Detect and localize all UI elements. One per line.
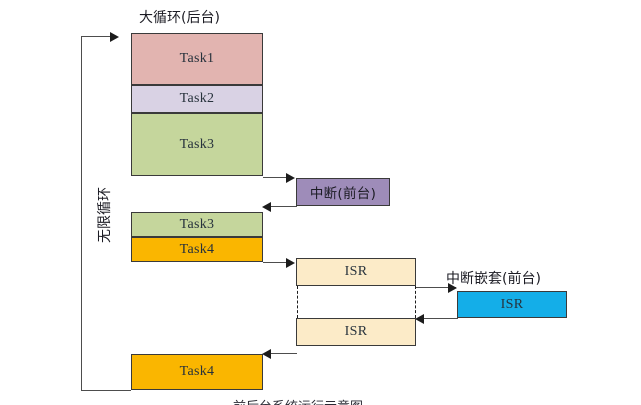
interrupt-enter-arrow-icon <box>286 172 295 183</box>
dashed-guide-isr-left <box>297 286 298 318</box>
isr-block-upper[interactable]: ISR <box>296 258 416 286</box>
isr-block-label: ISR <box>344 324 368 339</box>
nested-interrupt-label: 中断嵌套(前台) <box>446 271 541 287</box>
task-block-task2[interactable]: Task2 <box>131 85 263 113</box>
loop-arrow-head-icon <box>110 31 119 42</box>
isr-enter-line <box>263 262 293 263</box>
nested-enter-line <box>416 287 456 288</box>
task-block-label: Task2 <box>179 91 215 106</box>
task-block-task3-second[interactable]: Task3 <box>131 212 263 237</box>
nested-return-arrow-icon <box>415 313 424 324</box>
isr-enter-arrow-icon <box>286 257 295 268</box>
isr-block-lower[interactable]: ISR <box>296 318 416 346</box>
task-block-label: Task3 <box>179 136 215 152</box>
task-block-task1[interactable]: Task1 <box>131 33 263 85</box>
bottom-caption: 前后台系统运行示意图 <box>233 396 433 405</box>
interrupt-block[interactable]: 中断(前台) <box>296 178 390 206</box>
interrupt-enter-line <box>263 177 293 178</box>
task-block-label: Task1 <box>179 51 215 66</box>
loop-bracket-bottom <box>81 390 131 391</box>
preempted-gap-upper <box>131 176 263 212</box>
interrupt-return-arrow-icon <box>262 201 271 212</box>
task-block-label: Task3 <box>179 216 215 232</box>
isr-block-label: ISR <box>344 264 368 279</box>
infinite-loop-label: 无限循环 <box>97 187 113 243</box>
nested-return-line <box>417 318 458 319</box>
isr-block-nested[interactable]: ISR <box>457 291 567 318</box>
task-block-task3-first[interactable]: Task3 <box>131 113 263 176</box>
interrupt-return-line <box>264 206 297 207</box>
preempted-gap-lower <box>131 262 263 354</box>
task-block-task4-second[interactable]: Task4 <box>131 354 263 390</box>
interrupt-block-label: 中断(前台) <box>309 186 377 202</box>
loop-bracket-left <box>81 36 82 390</box>
diagram-title: 大循环(后台) <box>139 10 220 26</box>
loop-bracket-top <box>81 36 111 37</box>
isr-block-label: ISR <box>500 296 524 312</box>
task-block-label: Task4 <box>179 241 215 257</box>
nested-enter-arrow-icon <box>448 282 457 293</box>
task-block-task4-first[interactable]: Task4 <box>131 237 263 262</box>
dashed-guide-isr-right <box>415 286 416 318</box>
isr-return-arrow-icon <box>262 348 271 359</box>
task-block-label: Task4 <box>179 364 215 379</box>
isr-return-line <box>264 353 297 354</box>
